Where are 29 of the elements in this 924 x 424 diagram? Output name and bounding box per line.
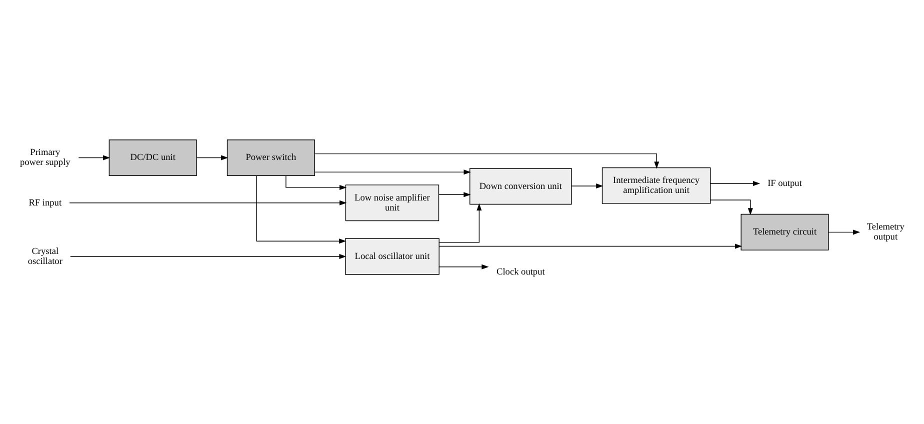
arrow: [256, 174, 346, 244]
node-text: RF input: [28, 198, 62, 208]
node-text: Crystal oscillator: [28, 246, 62, 266]
arrow: [571, 183, 604, 188]
arrow: [710, 180, 760, 186]
node-text: Clock output: [496, 267, 545, 278]
node-box: Intermediate frequency amplification unit: [602, 166, 711, 204]
arrow: [438, 202, 482, 242]
node-text: Primary power supply: [20, 148, 70, 168]
node-text: Telemetry output: [866, 222, 904, 242]
arrow: [286, 174, 347, 190]
node-box: Power switch: [226, 139, 315, 176]
arrow: [69, 200, 347, 205]
node-box: Low noise amplifier unit: [345, 184, 440, 221]
arrow: [78, 154, 110, 160]
node-box: Local oscillator unit: [345, 238, 440, 274]
arrow: [710, 199, 753, 215]
arrow: [828, 229, 860, 234]
node-box: Telemetry circuit: [740, 213, 829, 250]
node-text: IF output: [768, 178, 802, 188]
arrow: [438, 264, 489, 269]
arrow: [438, 192, 471, 197]
node-box: DC/DC unit: [108, 139, 197, 176]
arrow: [70, 254, 346, 259]
arrow: [438, 243, 742, 248]
arrow: [314, 169, 471, 174]
node-box: Down conversion unit: [470, 168, 572, 204]
arrow: [196, 154, 228, 160]
arrow: [314, 152, 660, 168]
